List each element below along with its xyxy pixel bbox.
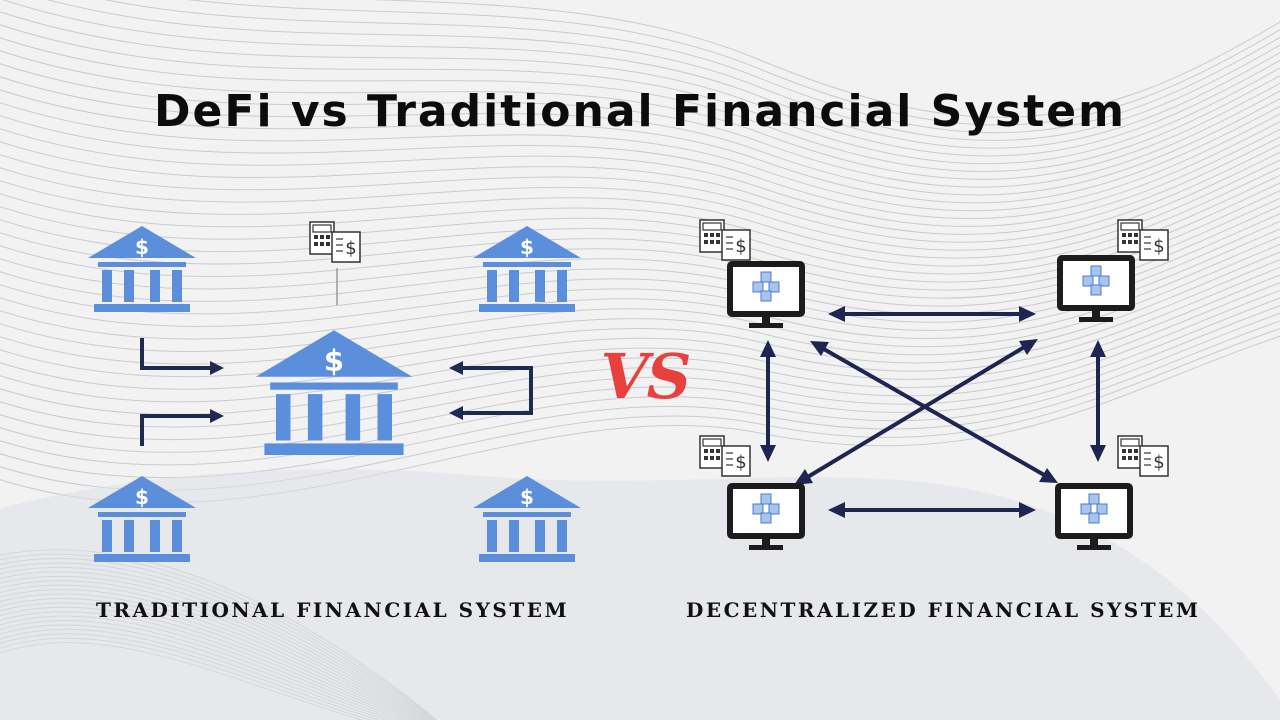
elbow-arrow-icon [447, 381, 533, 422]
computer-blockchain-icon [730, 486, 802, 550]
calculator-document-icon [1117, 435, 1169, 477]
double-arrow-icon [810, 341, 1058, 483]
double-arrow-icon [828, 502, 1036, 518]
bank-dollar-icon [473, 226, 581, 312]
decentralized-caption: DECENTRALIZED FINANCIAL SYSTEM [686, 598, 1201, 622]
bank-dollar-icon [473, 476, 581, 562]
traditional-system [88, 221, 581, 562]
computer-blockchain-icon [730, 264, 802, 328]
elbow-arrow-icon [447, 359, 533, 400]
elbow-arrow-icon [140, 336, 226, 377]
central-bank-icon [255, 330, 413, 455]
double-arrow-icon [760, 340, 776, 462]
bank-dollar-icon [88, 226, 196, 312]
decentralized-system [699, 219, 1169, 550]
bank-dollar-icon [88, 476, 196, 562]
traditional-caption: TRADITIONAL FINANCIAL SYSTEM [96, 598, 570, 622]
double-arrow-icon [794, 339, 1038, 485]
calculator-document-icon [1117, 219, 1169, 261]
vs-label: VS [600, 340, 692, 413]
calculator-document-icon [699, 435, 751, 477]
page-title: DeFi vs Traditional Financial System [154, 86, 1126, 137]
computer-blockchain-icon [1058, 486, 1130, 550]
calculator-document-icon [699, 219, 751, 261]
elbow-arrow-icon [140, 407, 226, 448]
computer-blockchain-icon [1060, 258, 1132, 322]
double-arrow-icon [828, 306, 1036, 322]
calculator-document-icon [309, 221, 361, 263]
double-arrow-icon [1090, 340, 1106, 462]
